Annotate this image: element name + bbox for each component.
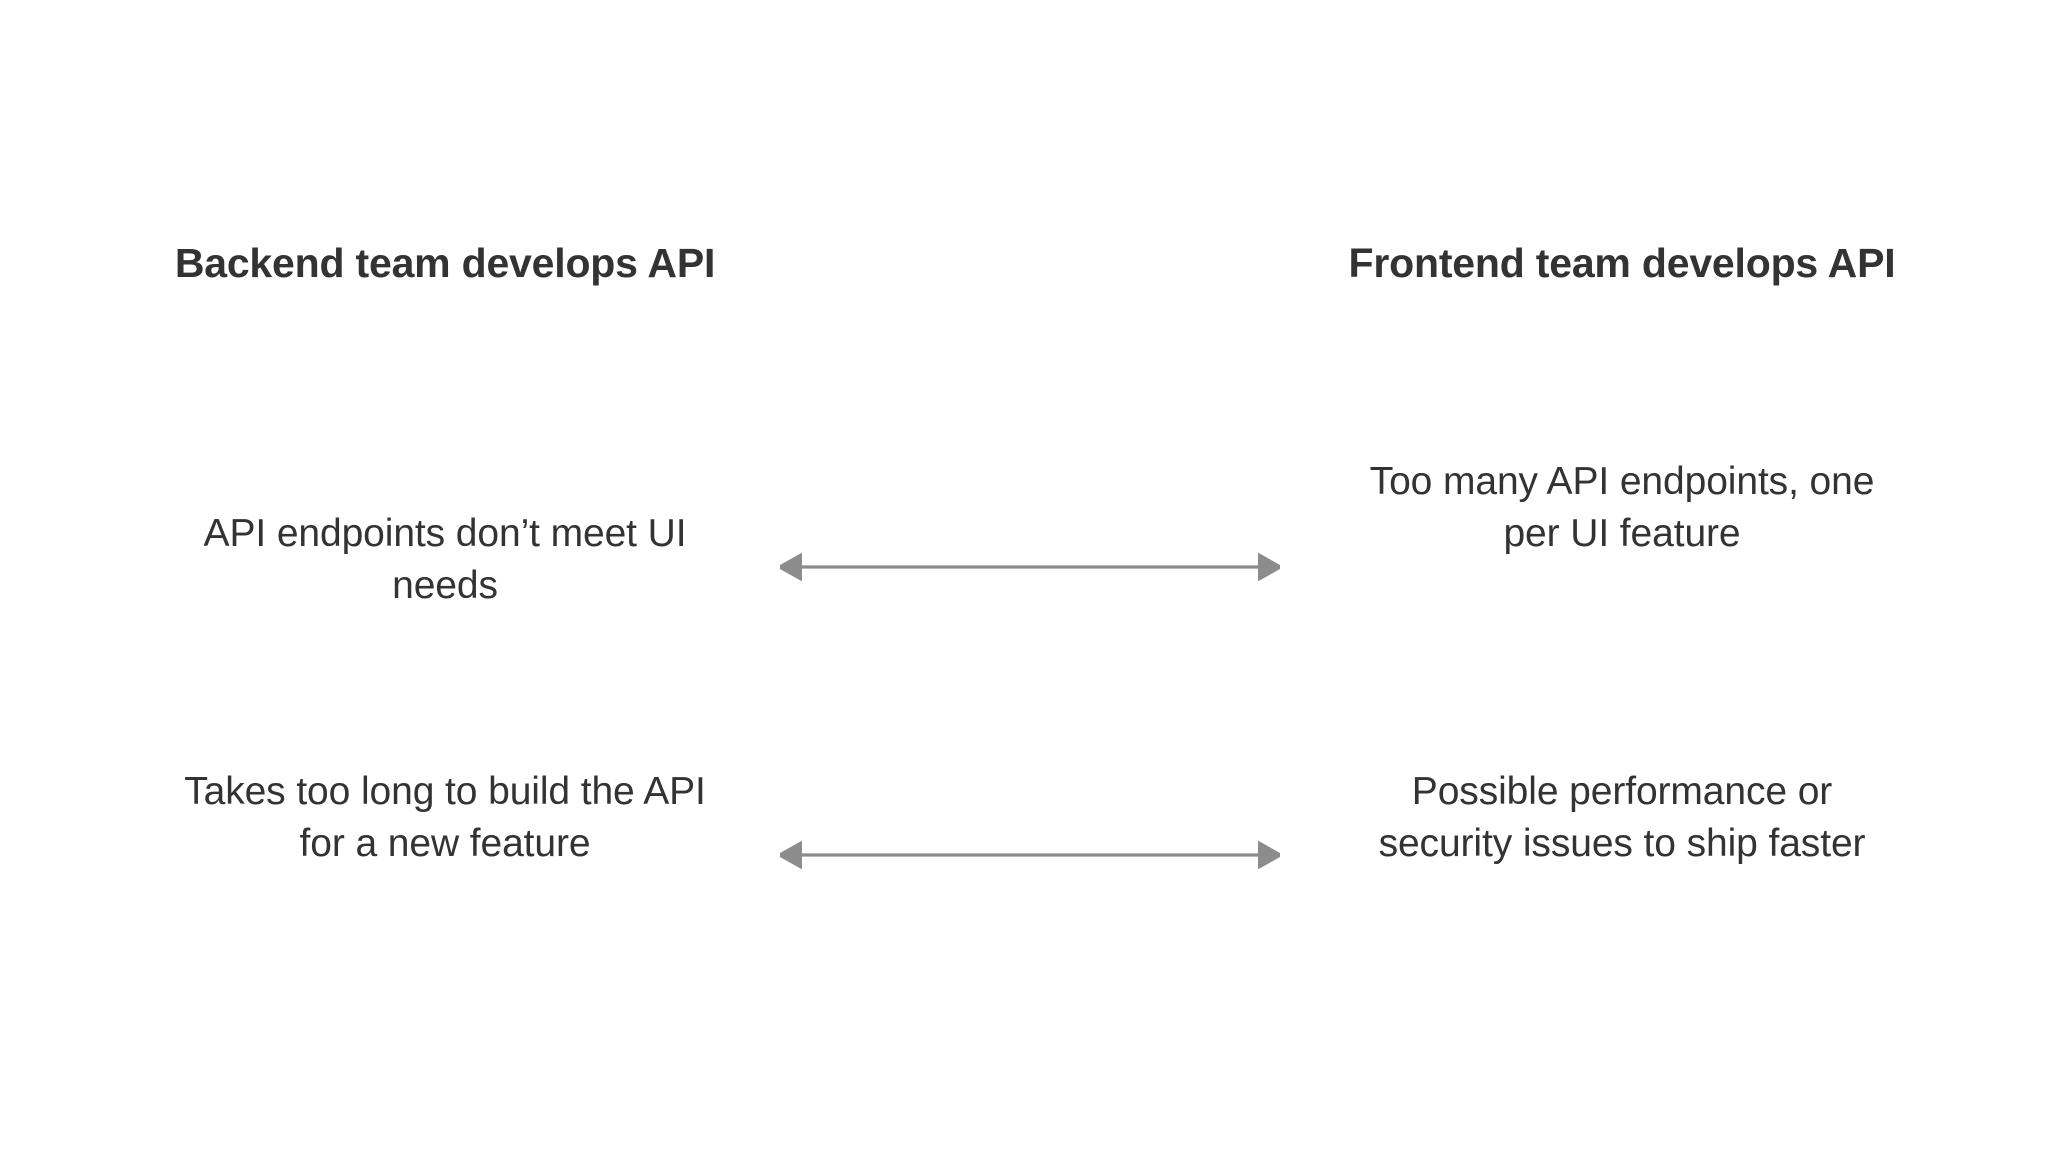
column-heading-backend: Backend team develops API bbox=[174, 240, 716, 286]
column-heading-frontend: Frontend team develops API bbox=[1348, 240, 1896, 286]
double-headed-arrow-icon bbox=[780, 840, 1280, 870]
pain-point-backend-2: Takes too long to build the API for a ne… bbox=[184, 770, 706, 865]
connector-row-1 bbox=[780, 547, 1280, 587]
pain-point-frontend-1: Too many API endpoints, one per UI featu… bbox=[1369, 460, 1875, 555]
pain-point-backend-1: API endpoints don’t meet UI needs bbox=[203, 512, 687, 607]
pain-point-frontend-2: Possible performance or security issues … bbox=[1378, 770, 1866, 865]
double-headed-arrow-icon bbox=[780, 552, 1280, 582]
connector-row-2 bbox=[780, 835, 1280, 875]
